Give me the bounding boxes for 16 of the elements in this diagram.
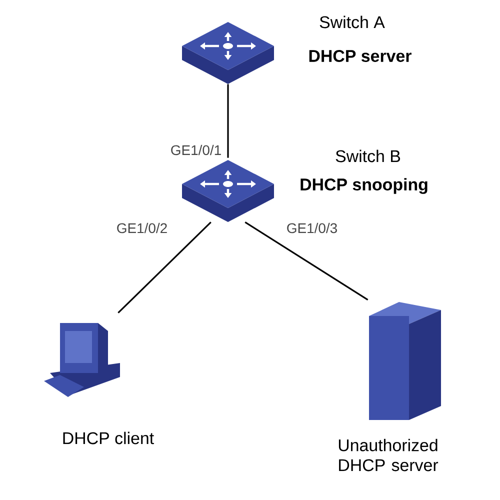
port-label: GE1/0/2: [115, 222, 169, 234]
device-label: Switch A: [320, 16, 385, 28]
server-drawing: [369, 302, 441, 420]
port-label: GE1/0/3: [285, 222, 339, 234]
device-label: DHCP server: [309, 50, 412, 62]
cable-line: [227, 84, 229, 158]
port-label: GE1/0/1: [169, 144, 223, 156]
computer-drawing: [44, 323, 120, 397]
device-label: Switch B: [336, 150, 400, 162]
device-label: DHCP client: [63, 432, 154, 444]
cable-line: [244, 222, 368, 300]
device-label: DHCP snooping: [300, 178, 428, 194]
switch-drawing: [182, 22, 274, 84]
switch-drawing: [182, 160, 274, 222]
cable-line: [118, 222, 212, 314]
device-label: Unauthorized DHCP server: [338, 438, 438, 472]
